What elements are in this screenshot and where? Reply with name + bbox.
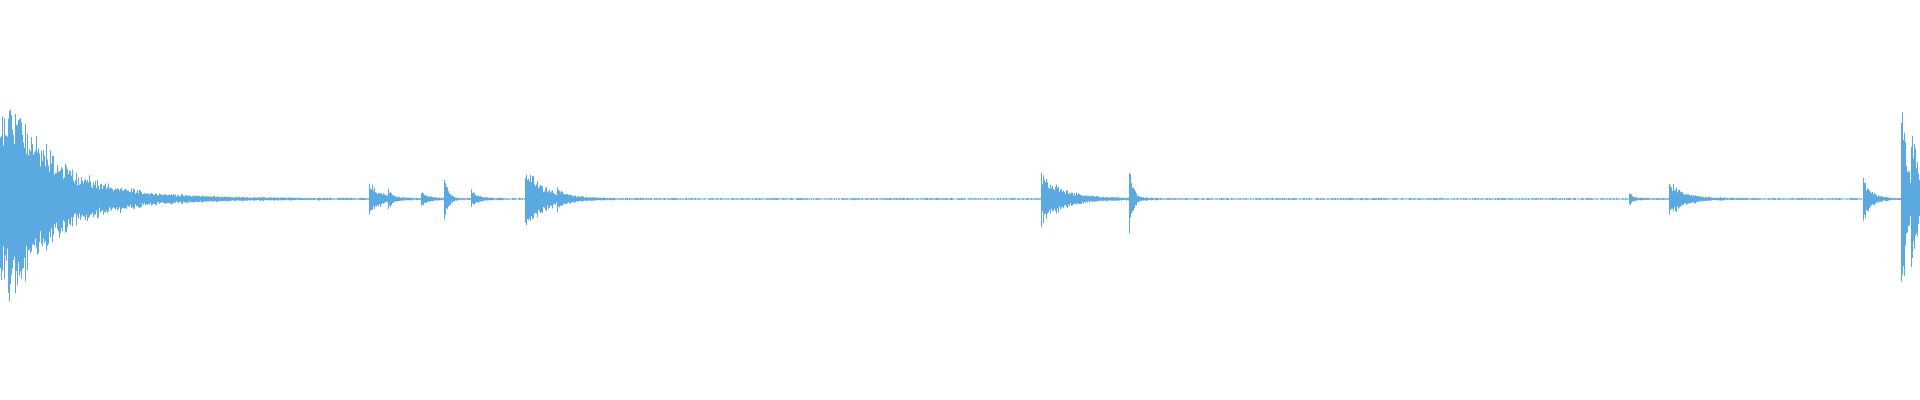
waveform-trace	[0, 109, 1920, 302]
